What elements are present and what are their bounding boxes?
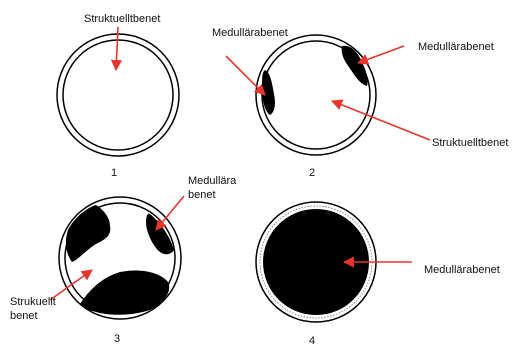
panel-number: 2 <box>309 167 315 179</box>
label-arrow-center <box>332 101 430 140</box>
label-strukuellt: Strukuellt <box>10 296 56 308</box>
label-struktuellt-benet: Struktuelltbenet <box>432 137 508 149</box>
label-medullara-benet-right: Medullärabenet <box>418 41 494 53</box>
label-medullara-benet: Medullärabenet <box>424 264 500 276</box>
outer-cortex-ring <box>57 34 179 156</box>
panel-number: 1 <box>111 167 117 179</box>
panel-4: Medullärabenet 4 <box>256 202 500 347</box>
medullary-bone-right <box>342 46 368 86</box>
panel-number: 3 <box>114 333 120 345</box>
label-medullara-benet-left: Medullärabenet <box>212 27 288 39</box>
label-benet: benet <box>188 189 216 201</box>
label-struktuellt-benet: Struktuelltbenet <box>84 13 160 25</box>
panel-number: 4 <box>309 335 315 347</box>
panel-1: Struktuelltbenet 1 <box>57 13 179 179</box>
panel-2: Medullärabenet Medullärabenet Struktuell… <box>212 27 508 179</box>
inner-cortex-ring <box>63 40 173 150</box>
label-arrow-right <box>358 46 404 63</box>
panel-3: Medullära benet Strukuellt benet 3 <box>10 175 237 345</box>
medullary-bone-left <box>66 205 110 262</box>
label-benet: benet <box>10 310 38 322</box>
label-medullara: Medullära <box>188 175 237 187</box>
